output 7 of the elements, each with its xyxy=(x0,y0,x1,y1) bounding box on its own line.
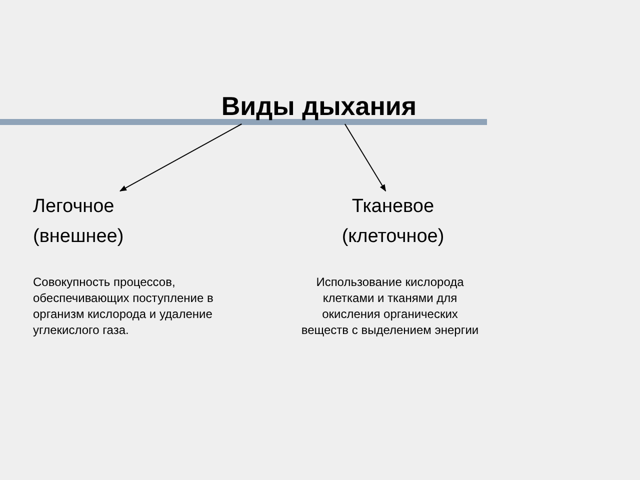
category-label: Тканевое (клеточное) xyxy=(340,195,446,249)
description-text: Использование кислорода клетками и тканями для окисления органических веществ с выделением энергии xyxy=(300,274,480,338)
arrow xyxy=(344,124,386,192)
arrow xyxy=(119,124,242,192)
description-text: Совокупность процессов, обеспечивающих поступление в организм кислорода и удаление углекислого газа. xyxy=(33,274,214,338)
category-label: Легочное (внешнее) xyxy=(33,195,125,249)
heading: Виды дыхания xyxy=(220,90,418,122)
